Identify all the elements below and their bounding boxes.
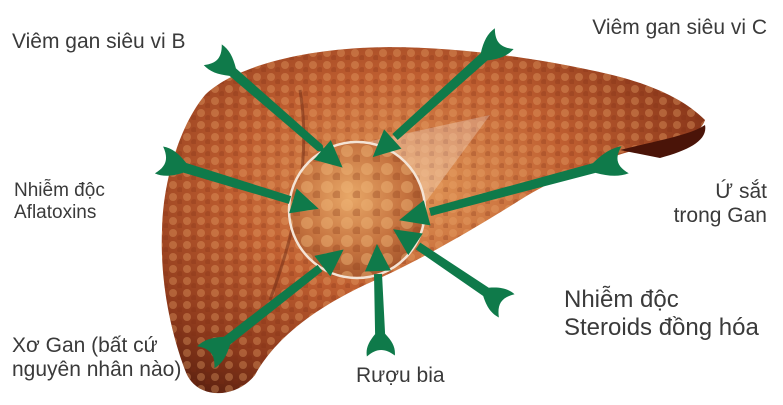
label-steroids-line2: Steroids đồng hóa	[564, 313, 759, 341]
label-cirrhosis: Xơ Gan (bất cứ nguyên nhân nào)	[12, 334, 181, 382]
label-cirrhosis-line2: nguyên nhân nào)	[12, 358, 182, 382]
arrow-cirrhosis	[197, 249, 344, 369]
label-aflatoxin-line1: Nhiễm độc	[14, 180, 105, 201]
arrow-steroids	[393, 229, 515, 318]
label-alcohol: Rượu bia	[356, 364, 445, 387]
arrow-iron	[399, 146, 629, 226]
label-aflatoxin: Nhiễm độc Aflatoxins	[14, 180, 105, 224]
arrow-hep-b	[203, 44, 343, 168]
label-cirrhosis-line1: Xơ Gan (bất cứ	[12, 334, 158, 357]
arrow-hep-c	[372, 28, 514, 158]
zoom-circle	[287, 140, 427, 280]
label-iron: Ứ sắt trong Gan	[674, 180, 767, 228]
arrows	[154, 28, 629, 369]
label-iron-line1: Ứ sắt	[715, 180, 767, 203]
label-hep-c: Viêm gan siêu vi C	[592, 16, 767, 39]
label-aflatoxin-line2: Aflatoxins	[14, 201, 97, 223]
label-steroids-line1: Nhiễm độc	[564, 286, 679, 313]
label-hep-b: Viêm gan siêu vi B	[12, 30, 186, 53]
label-steroids: Nhiễm độc Steroids đồng hóa	[564, 286, 759, 341]
arrow-aflatoxin	[154, 146, 319, 214]
label-iron-line2: trong Gan	[673, 204, 767, 228]
arrow-alcohol	[364, 244, 395, 357]
